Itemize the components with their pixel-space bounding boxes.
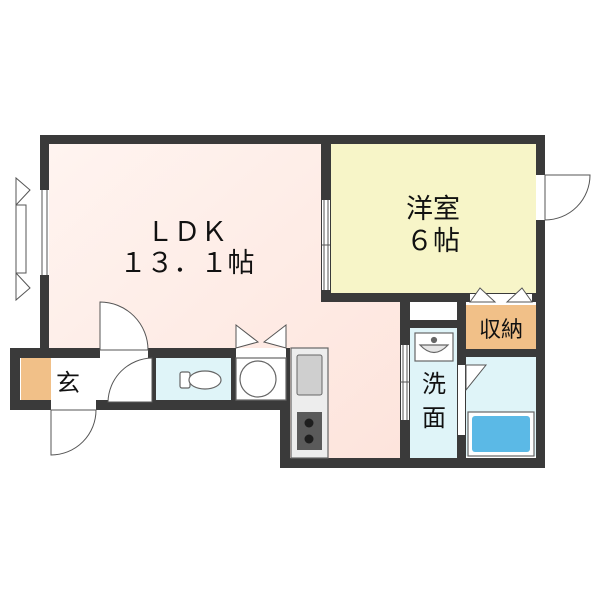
kitchen-counter bbox=[290, 347, 329, 459]
left-window-door-bottom bbox=[15, 271, 31, 302]
washing-machine-icon bbox=[235, 357, 287, 401]
stove-icon bbox=[297, 412, 322, 450]
washroom-name-2: 面 bbox=[422, 404, 446, 432]
washroom-name-1: 洗 bbox=[422, 370, 446, 398]
bath-door-swing bbox=[465, 364, 488, 392]
left-window-door-top bbox=[15, 176, 31, 207]
door-swings bbox=[15, 174, 591, 456]
western-room bbox=[331, 143, 537, 295]
genkan-name: 玄 bbox=[56, 369, 80, 397]
washer-door-left bbox=[235, 323, 260, 349]
labels: ＬＤＫ １３．１帖 洋室 ６帖 収納 玄 洗 面 bbox=[56, 194, 523, 432]
storage-door-right bbox=[505, 287, 533, 303]
genkan-room bbox=[21, 357, 51, 402]
toilet-icon bbox=[179, 370, 222, 390]
ldk-size: １３．１帖 bbox=[120, 248, 255, 279]
sink-icon bbox=[296, 354, 323, 396]
washbasin-icon bbox=[414, 332, 454, 362]
hall-inner-door-swing bbox=[107, 357, 153, 403]
ldk-name: ＬＤＫ bbox=[147, 217, 228, 248]
bathtub-icon bbox=[467, 411, 535, 457]
storage-room bbox=[466, 305, 536, 349]
storage-name: 収納 bbox=[479, 318, 523, 343]
hall-door-swing bbox=[99, 301, 149, 351]
fixtures bbox=[179, 332, 535, 459]
window-lines bbox=[15, 190, 410, 420]
storage-door-left bbox=[469, 287, 497, 303]
entrance-door-swing bbox=[50, 409, 97, 456]
western-size: ６帖 bbox=[406, 226, 460, 257]
western-name: 洋室 bbox=[406, 194, 460, 225]
washer-door-right bbox=[262, 323, 287, 349]
western-door-swing bbox=[544, 174, 591, 221]
